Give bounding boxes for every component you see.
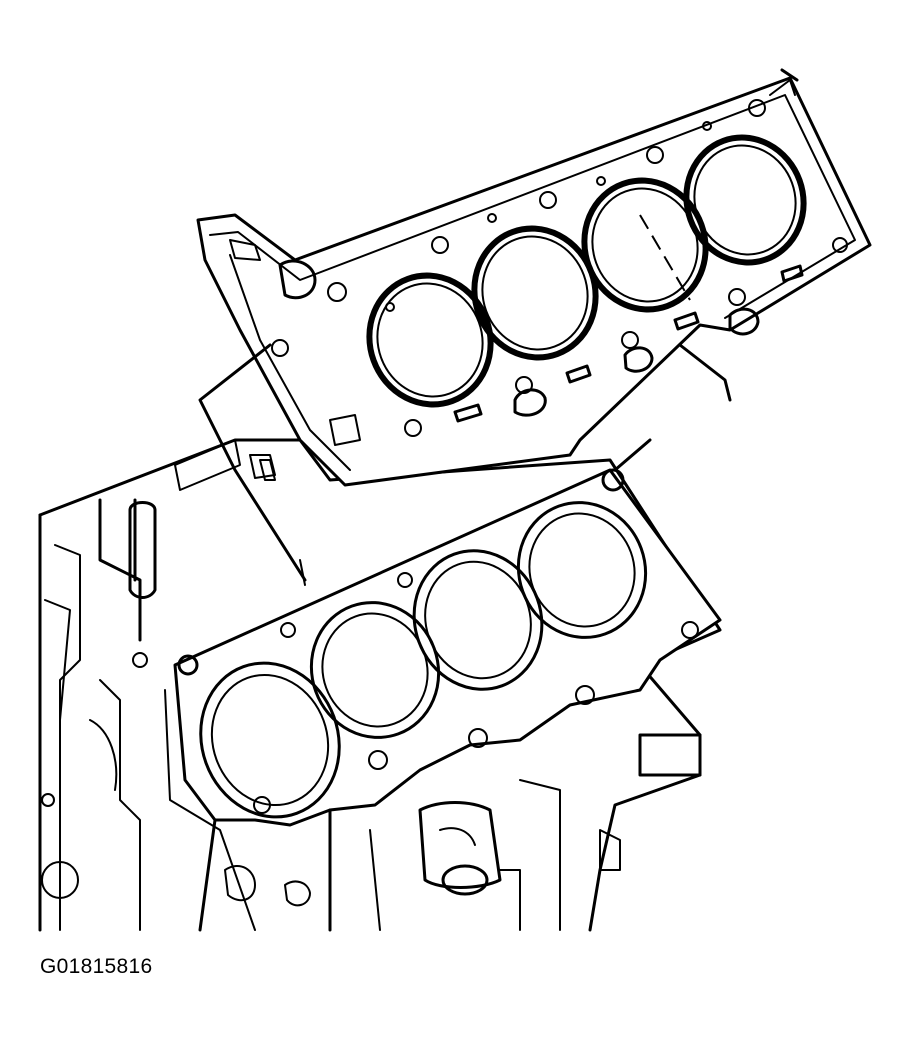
head-gasket xyxy=(196,68,872,487)
block-bolt-holes xyxy=(132,468,699,814)
engine-block xyxy=(38,438,722,932)
gasket-bolt-holes xyxy=(385,99,848,437)
gasket-bore-4 xyxy=(683,134,807,266)
gasket-bore-1 xyxy=(366,272,494,408)
figure-caption: G01815816 xyxy=(40,955,153,978)
block-bore-1 xyxy=(199,661,341,819)
alignment-line xyxy=(639,214,691,301)
engine-block-head-gasket-diagram xyxy=(38,68,872,932)
dowel-alignment-lines xyxy=(198,343,732,586)
block-bore-4 xyxy=(516,501,648,639)
